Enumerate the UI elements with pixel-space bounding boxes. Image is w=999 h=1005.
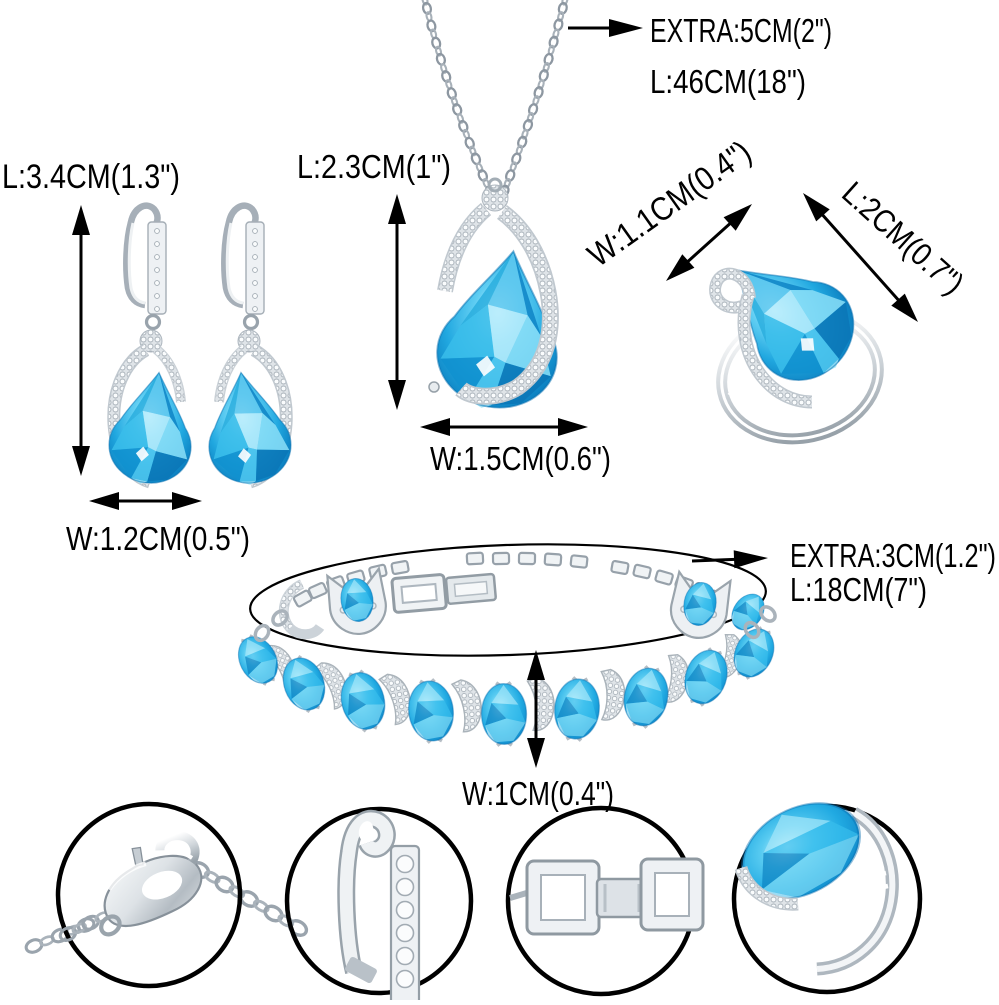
svg-text:L:46CM(18"): L:46CM(18") (650, 63, 806, 100)
svg-text:L:2.3CM(1"): L:2.3CM(1") (297, 148, 451, 185)
svg-text:EXTRA:3CM(1.2"): EXTRA:3CM(1.2") (790, 537, 996, 574)
svg-text:W:1.5CM(0.6"): W:1.5CM(0.6") (430, 440, 611, 477)
svg-text:W:1.2CM(0.5"): W:1.2CM(0.5") (66, 520, 250, 557)
svg-text:EXTRA:5CM(2"): EXTRA:5CM(2") (650, 12, 832, 49)
svg-text:L:18CM(7"): L:18CM(7") (790, 571, 927, 608)
svg-text:L:3.4CM(1.3"): L:3.4CM(1.3") (2, 158, 180, 196)
svg-text:W:1CM(0.4"): W:1CM(0.4") (462, 775, 614, 812)
